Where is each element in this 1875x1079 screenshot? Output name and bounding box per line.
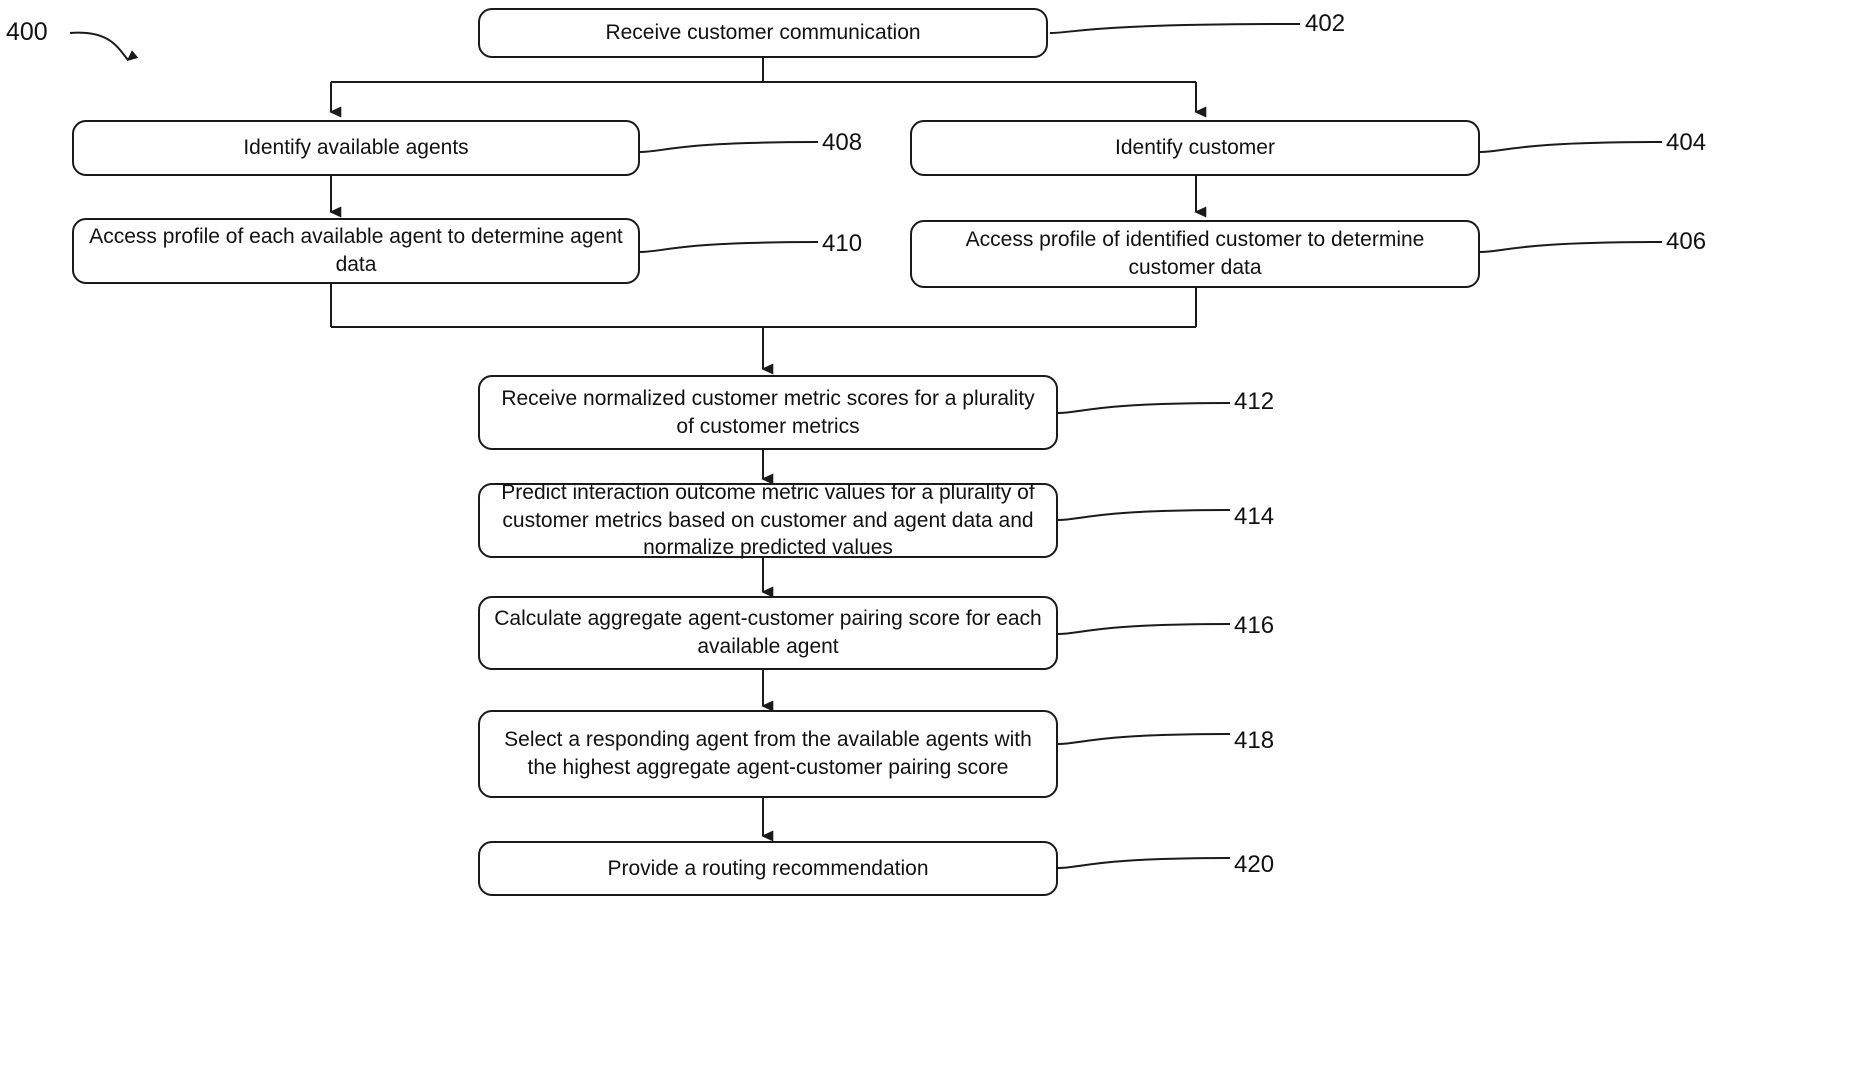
leader-418 [1057,733,1231,745]
ref-label-414: 414 [1234,503,1275,530]
process-node-receive-normalized-metric-scores[interactable]: Receive normalized customer metric score… [478,375,1058,450]
ref-label-404: 404 [1666,129,1707,156]
leader-414 [1057,509,1231,521]
ref-label-420: 420 [1234,851,1275,878]
ref-label-408: 408 [822,129,863,156]
leader-410 [639,241,819,253]
process-node-access-agent-profile[interactable]: Access profile of each available agent t… [72,218,640,284]
leader-402 [1049,23,1301,34]
process-node-identify-available-agents[interactable]: Identify available agents [72,120,640,176]
leader-412 [1057,402,1231,414]
ref-label-406: 406 [1666,228,1707,255]
ref-label-418: 418 [1234,727,1275,754]
ref-label-416: 416 [1234,612,1275,639]
process-node-predict-interaction-outcomes[interactable]: Predict interaction outcome metric value… [478,481,1058,559]
leader-416 [1057,623,1231,635]
process-node-access-customer-profile[interactable]: Access profile of identified customer to… [910,220,1480,288]
ref-label-402: 402 [1305,10,1346,37]
process-node-select-responding-agent[interactable]: Select a responding agent from the avail… [478,710,1058,798]
leader-406 [1479,241,1663,253]
process-node-calculate-pairing-score[interactable]: Calculate aggregate agent-customer pairi… [478,596,1058,670]
leader-420 [1057,857,1231,869]
ref-label-412: 412 [1234,388,1275,415]
figure-leader-line [69,31,128,60]
process-node-provide-routing-recommendation[interactable]: Provide a routing recommendation [478,841,1058,896]
process-node-receive-customer-communication[interactable]: Receive customer communication [478,8,1048,58]
process-node-identify-customer[interactable]: Identify customer [910,120,1480,176]
leader-408 [639,141,819,153]
leader-404 [1479,141,1663,153]
figure-number-label: 400 [6,18,48,46]
ref-label-410: 410 [822,230,863,257]
